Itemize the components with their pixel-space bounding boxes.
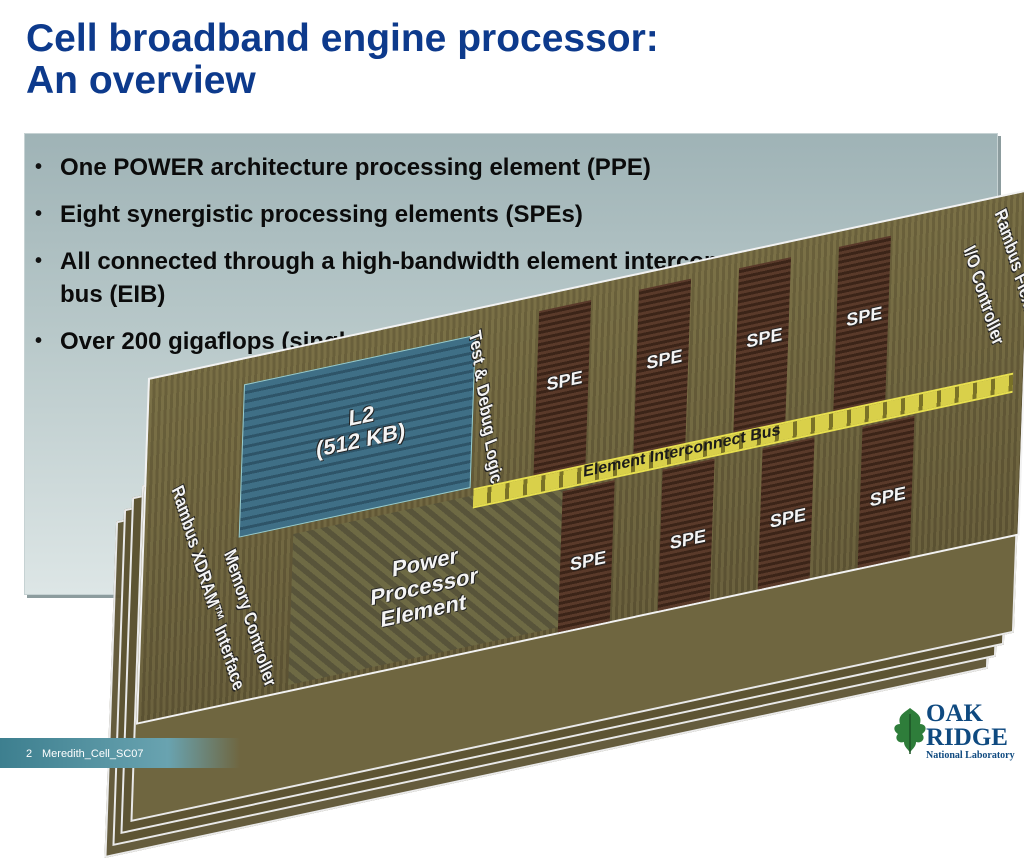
logo-line-2: RIDGE [926, 724, 1008, 751]
bullet-text: All connected through a high-bandwidth e… [60, 248, 769, 308]
bullet-icon: • [35, 330, 43, 352]
oak-leaf-icon [894, 708, 926, 754]
slide-footer: 2 Meredith_Cell_SC07 [0, 738, 240, 768]
slide-title: Cell broadband engine processor: An over… [26, 18, 1006, 102]
logo-wordmark: OAK RIDGE [926, 700, 1008, 751]
logo-subtitle: National Laboratory [926, 750, 1015, 761]
logo-line-1: OAK [926, 700, 983, 727]
bullet-list: • One POWER architecture processing eleme… [34, 151, 794, 372]
title-line-1: Cell broadband engine processor: [26, 17, 659, 60]
bullet-item: • All connected through a high-bandwidth … [34, 245, 794, 311]
bullet-item: • Eight synergistic processing elements (… [34, 198, 794, 231]
io-controller-label: I/O Controller [959, 242, 1008, 349]
page-number: 2 [26, 748, 33, 760]
bullet-text: One POWER architecture processing elemen… [60, 154, 651, 181]
bullet-icon: • [35, 156, 43, 178]
footer-text: Meredith_Cell_SC07 [42, 748, 144, 760]
bullet-icon: • [35, 250, 43, 272]
bullet-item: • One POWER architecture processing eleme… [34, 151, 794, 184]
bullet-text: Eight synergistic processing elements (S… [60, 201, 583, 228]
title-line-2: An overview [26, 59, 256, 102]
bullet-icon: • [35, 203, 43, 225]
ornl-logo: OAK RIDGE National Laboratory [890, 700, 1020, 764]
cell-chip-die-image: L2 (512 KB) Power Processor Element Elem… [104, 188, 1024, 858]
